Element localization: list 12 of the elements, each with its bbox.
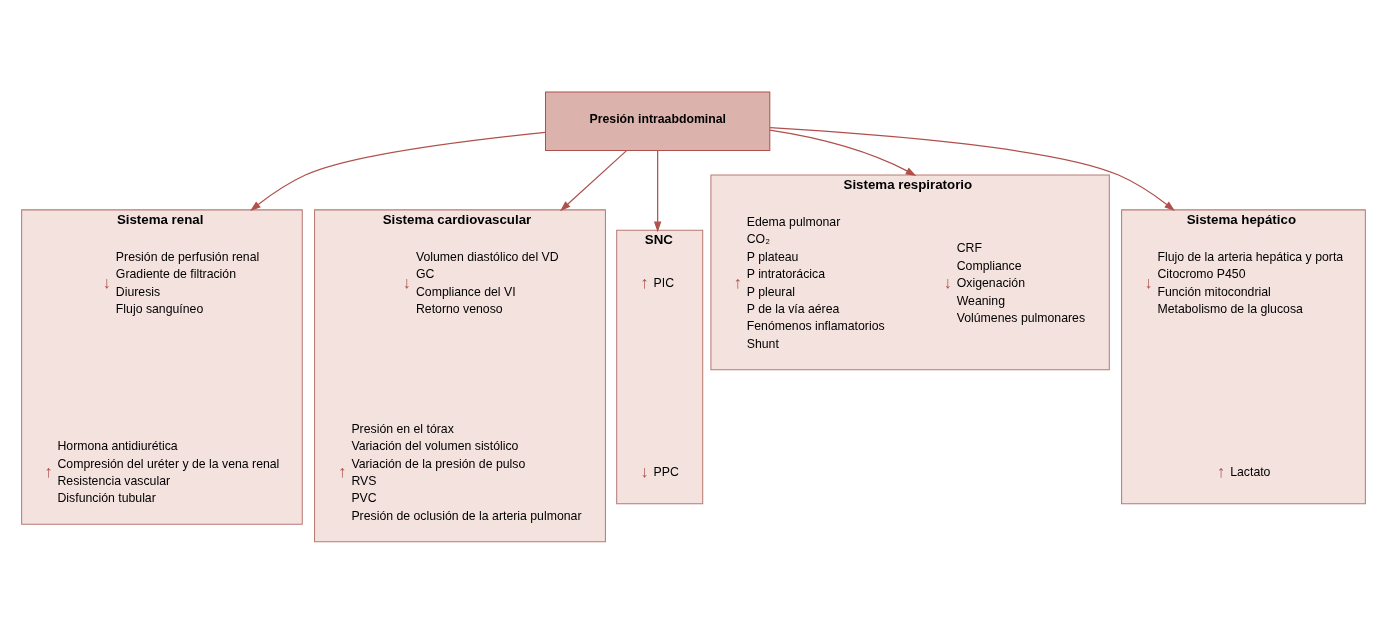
node-text: ↑ Lactato xyxy=(1216,461,1271,480)
arrow xyxy=(250,131,546,212)
node-text: ↓ PPC xyxy=(640,461,679,480)
node-text: ↑ PIC xyxy=(640,272,675,291)
arrow xyxy=(769,126,1175,212)
arrow xyxy=(560,150,628,212)
node-box: Presión intraabdominal xyxy=(545,91,771,151)
node-text: ↑ Presión en el tórax Variación del volumen sistólico Variación de la presión de pulso RVS PVC Presión de oclusión de la arteria pulmonar xyxy=(338,421,582,523)
node-text: ↓ CRF Compliance Oxigenación Weaning Volúmenes pulmonares xyxy=(943,241,1086,326)
arrow xyxy=(653,150,662,233)
arrow xyxy=(769,129,917,176)
node-text: ↑ Hormona antidiurética Compresión del uréter y de la vena renal Resistencia vascular Disfunción tubular xyxy=(44,439,280,506)
